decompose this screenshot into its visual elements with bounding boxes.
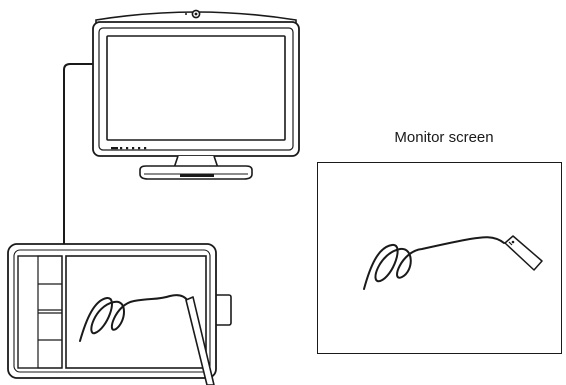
monitor-display (107, 36, 285, 140)
monitor-icon (93, 10, 299, 179)
monitor-stand-base (140, 166, 252, 179)
screen-ink-stroke (364, 237, 504, 289)
monitor-screen-canvas (318, 163, 560, 352)
monitor-screen-label: Monitor screen (322, 128, 566, 148)
pen-tablet-icon (8, 244, 231, 378)
connection-cable (64, 64, 93, 244)
tablet-express-keys (18, 256, 62, 368)
tablet-active-area (66, 256, 206, 368)
tablet-connector (215, 295, 231, 325)
pen-cursor-icon (505, 236, 542, 270)
webcam-indicator (185, 13, 187, 15)
monitor-screen-panel (317, 162, 562, 354)
